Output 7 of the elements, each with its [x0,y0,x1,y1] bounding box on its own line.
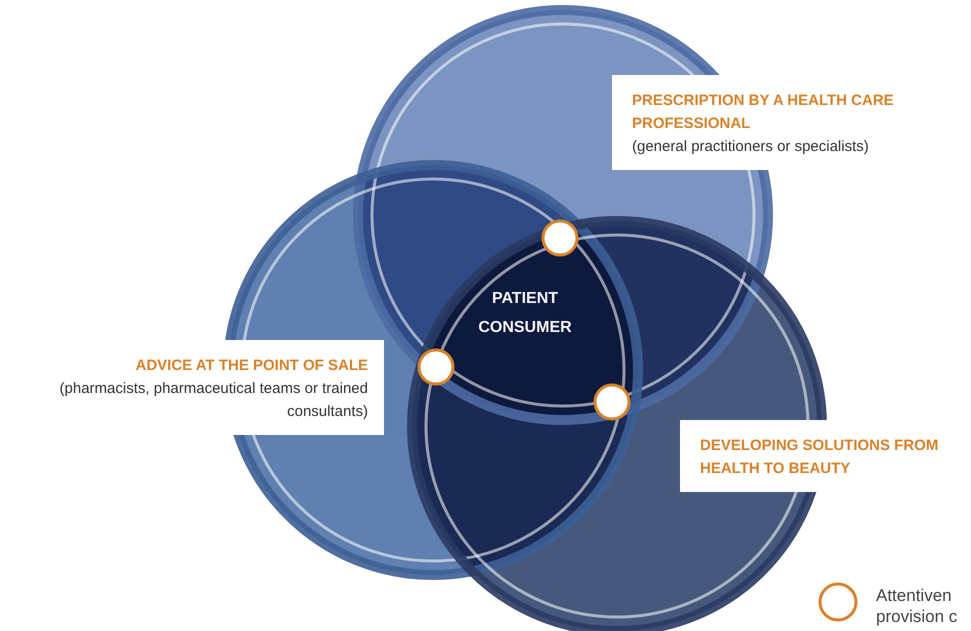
center-label: PATIENT CONSUMER [460,284,590,342]
category-description: (pharmacists, pharmaceutical teams or trained consultants) [58,379,368,422]
category-heading: PRESCRIPTION BY A HEALTH CARE PROFESSIONAL [632,91,895,134]
category-heading: DEVELOPING SOLUTIONS FROM HEALTH TO BEAUTY [700,436,940,479]
category-description: (general practitioners or specialists) [632,137,870,157]
legend-text: Attentiven provision c [876,585,958,627]
category-heading: ADVICE AT THE POINT OF SALE [134,356,368,376]
